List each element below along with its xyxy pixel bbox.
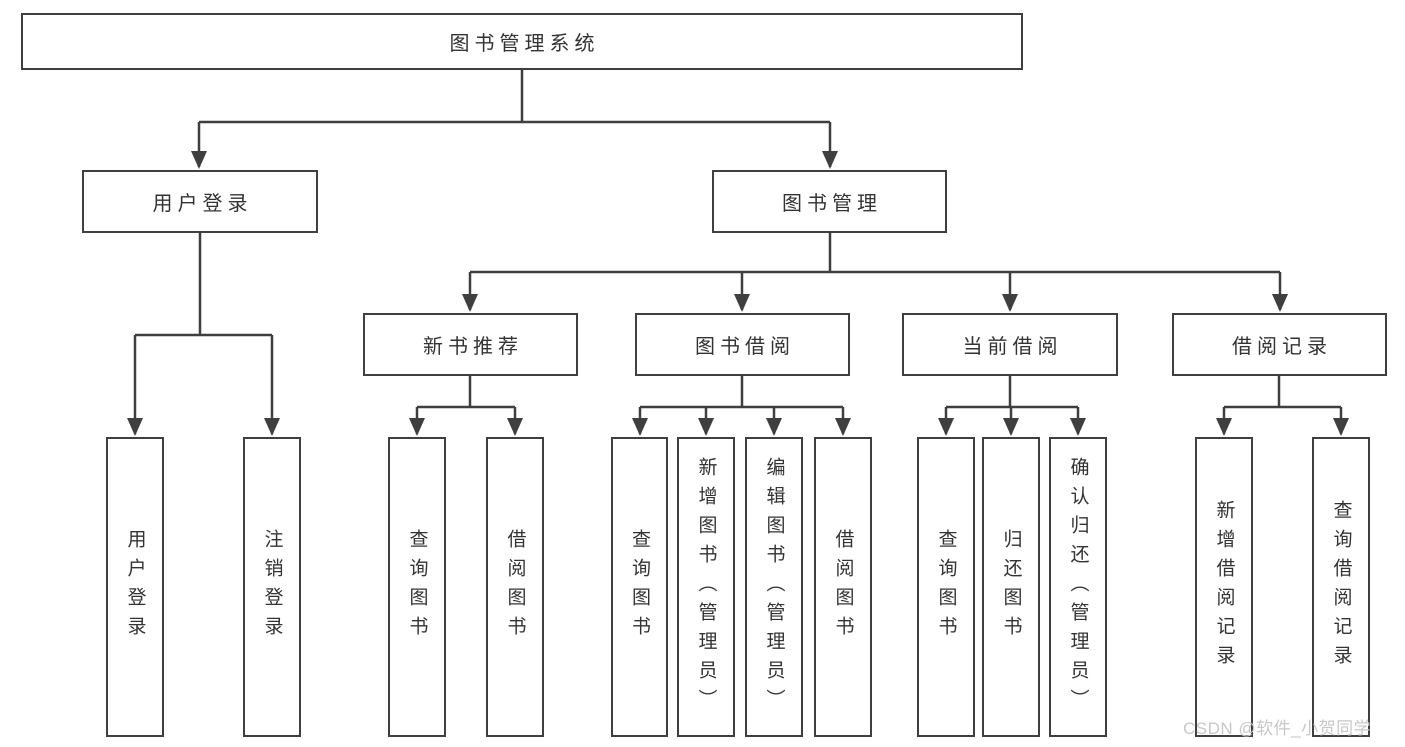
leaf-node-add-borrow-record: 新增借阅记录 — [1195, 437, 1253, 737]
leaf-node-label: 借阅图书 — [832, 529, 854, 645]
section-node-new-book-recommend: 新书推荐 — [363, 313, 578, 376]
section-node-label: 当前借阅 — [962, 336, 1063, 358]
leaf-node-return-books: 归还图书 — [982, 437, 1040, 737]
section-node-book-borrow: 图书借阅 — [635, 313, 850, 376]
leaf-node-label: 新增图书（管理员） — [695, 456, 717, 718]
section-node-label: 图书借阅 — [695, 336, 795, 358]
branch-node-book-management: 图书管理 — [712, 170, 947, 233]
leaf-node-query-books-current: 查询图书 — [917, 437, 975, 737]
leaf-node-edit-books-admin: 编辑图书（管理员） — [745, 437, 803, 737]
csdn-watermark: CSDN @软件_小贺同学 — [1183, 719, 1372, 738]
branch-node-user-login: 用户登录 — [82, 170, 318, 233]
root-node-library-system: 图书管理系统 — [21, 13, 1023, 70]
root-node-label: 图书管理系统 — [449, 33, 600, 55]
leaf-node-user-login: 用户登录 — [106, 437, 164, 737]
section-node-current-borrow: 当前借阅 — [902, 313, 1118, 376]
leaf-node-query-books-recommend: 查询图书 — [388, 437, 446, 737]
leaf-node-add-books-admin: 新增图书（管理员） — [677, 437, 735, 737]
leaf-node-label: 查询图书 — [629, 529, 650, 645]
leaf-node-label: 查询图书 — [406, 529, 428, 645]
leaf-node-query-borrow-record: 查询借阅记录 — [1312, 437, 1370, 737]
branch-node-label: 图书管理 — [782, 193, 882, 215]
leaf-node-label: 确认归还（管理员） — [1067, 456, 1089, 718]
leaf-node-label: 查询图书 — [935, 529, 957, 645]
leaf-node-label: 归还图书 — [1000, 529, 1022, 645]
leaf-node-confirm-return-admin: 确认归还（管理员） — [1049, 437, 1107, 737]
leaf-node-label: 注销登录 — [261, 529, 283, 645]
leaf-node-label: 新增借阅记录 — [1213, 500, 1235, 674]
section-node-label: 新书推荐 — [423, 336, 523, 358]
leaf-node-borrow-books-recommend: 借阅图书 — [486, 437, 544, 737]
leaf-node-query-books: 查询图书 — [611, 437, 668, 737]
leaf-node-label: 用户登录 — [124, 529, 146, 645]
leaf-node-label: 查询借阅记录 — [1330, 500, 1352, 674]
leaf-node-logout: 注销登录 — [243, 437, 301, 737]
leaf-node-label: 借阅图书 — [504, 529, 526, 645]
section-node-borrow-record: 借阅记录 — [1172, 313, 1387, 376]
section-node-label: 借阅记录 — [1232, 336, 1332, 358]
leaf-node-borrow-books: 借阅图书 — [814, 437, 872, 737]
leaf-node-label: 编辑图书（管理员） — [763, 456, 785, 718]
branch-node-label: 用户登录 — [152, 193, 253, 215]
